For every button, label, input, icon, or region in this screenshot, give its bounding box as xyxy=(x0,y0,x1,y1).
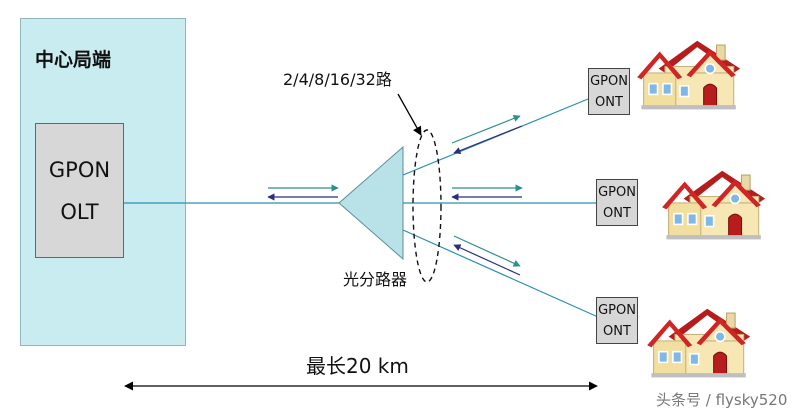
ont-box-1: GPON ONT xyxy=(588,68,630,115)
ont-1-label-line1: GPON xyxy=(590,73,628,89)
ont-3-label-line2: ONT xyxy=(603,323,631,339)
house-icon-2 xyxy=(661,169,767,241)
ont-2-label-line2: ONT xyxy=(603,205,631,221)
branch3-downstream-arrow xyxy=(453,235,521,267)
central-office-title: 中心局端 xyxy=(35,49,112,71)
olt-label-line2: OLT xyxy=(60,199,99,224)
ont-3-label-line1: GPON xyxy=(598,302,636,318)
distance-label: 最长20 km xyxy=(306,354,409,378)
ports-label: 2/4/8/16/32路 xyxy=(283,70,392,89)
ont-2-label-line1: GPON xyxy=(598,184,636,200)
watermark: 头条号 / flysky520 xyxy=(656,391,788,409)
drop-fiber-3 xyxy=(402,229,599,318)
ports-pointer-arrow xyxy=(397,93,422,136)
ont-box-2: GPON ONT xyxy=(596,179,638,226)
ont-1-label-line2: ONT xyxy=(595,94,623,110)
house-icon-1 xyxy=(636,39,742,111)
house-icon-3 xyxy=(646,307,752,379)
olt-box: GPON OLT xyxy=(35,123,124,258)
branch3-upstream-arrow xyxy=(453,244,521,276)
olt-label-line1: GPON xyxy=(48,157,111,182)
splitter-icon xyxy=(338,145,404,261)
ont-box-3: GPON ONT xyxy=(596,297,638,344)
branch1-upstream-arrow xyxy=(453,125,523,154)
port-group-ellipse xyxy=(412,129,442,283)
splitter-label: 光分路器 xyxy=(343,270,408,289)
branch1-downstream-arrow xyxy=(451,115,521,144)
